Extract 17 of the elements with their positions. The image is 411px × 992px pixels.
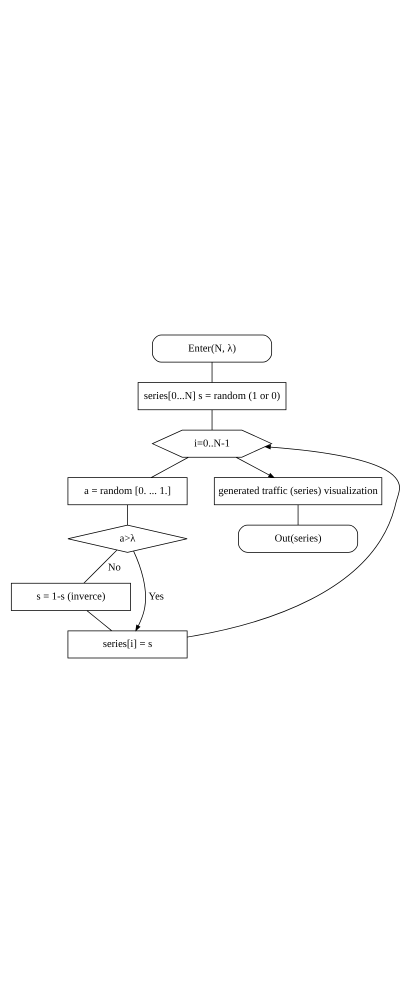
connector — [86, 610, 112, 631]
edge-label: Yes — [148, 591, 164, 602]
node-box: Enter(N, λ) — [152, 334, 272, 362]
arrow — [133, 550, 146, 632]
connector — [127, 504, 128, 525]
arrow — [236, 456, 276, 478]
node-box: series[0...N] s = random (1 or 0) — [138, 382, 286, 410]
node-diamond: a>λ — [68, 524, 188, 552]
edge-label: No — [108, 562, 121, 574]
node-box: series[i] = s — [68, 630, 188, 658]
node-box: Out(series) — [238, 524, 358, 552]
node-box: s = 1-s (inverce) — [10, 582, 131, 610]
arrow — [187, 444, 400, 637]
node-box: generated traffic (series) visualization — [214, 476, 382, 505]
node-box: a = random [0. ... 1.] — [68, 476, 188, 505]
connector — [84, 549, 118, 583]
connector — [150, 456, 189, 478]
